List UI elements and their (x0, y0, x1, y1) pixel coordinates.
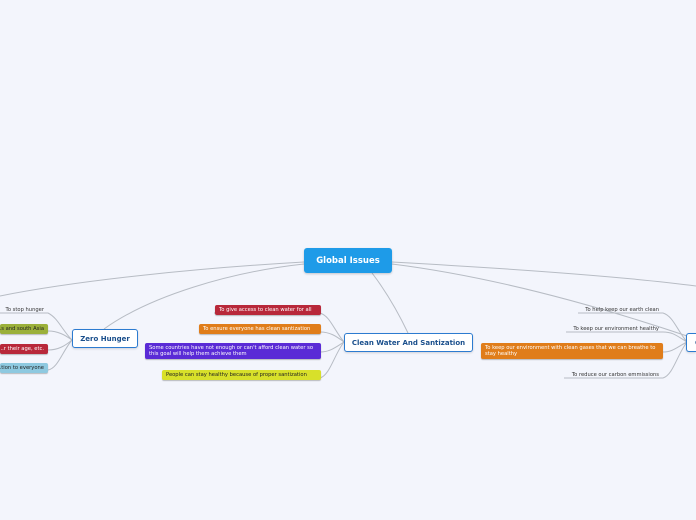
link-rt-4 (564, 341, 688, 379)
link-rt-1 (578, 312, 688, 343)
central-topic[interactable]: Global Issues (304, 248, 392, 273)
subtopic-cw-countries[interactable]: Some countries have not enough or can't … (145, 343, 321, 359)
subtopic-cw-access[interactable]: To give access to clean water for all (215, 305, 321, 315)
link-zh-4 (47, 339, 73, 371)
subtopic-zh-their-age[interactable]: ...r their age, etc. (0, 344, 48, 354)
subtopic-rt-earth-clean[interactable]: To help keep our earth clean (585, 307, 659, 313)
topic-right-partial[interactable]: C (686, 333, 696, 352)
subtopic-rt-carbon[interactable]: To reduce our carbon emmissions (571, 372, 659, 378)
link-rt-2 (566, 331, 688, 343)
link-rt-3 (662, 341, 688, 353)
link-zh-1 (0, 312, 73, 341)
subtopic-zh-to-everyone[interactable]: ...tion to everyone (0, 363, 48, 373)
link-central-right-offscreen (391, 261, 696, 287)
link-cw-2 (319, 331, 345, 343)
subtopic-cw-ensure[interactable]: To ensure everyone has clean santization (199, 324, 321, 334)
subtopic-cw-healthy[interactable]: People can stay healthy because of prope… (162, 370, 321, 380)
link-central-clean-water (371, 272, 409, 334)
subtopic-zh-south-asia[interactable]: ...s and south Asia (0, 324, 48, 334)
topic-clean-water[interactable]: Clean Water And Santization (344, 333, 473, 352)
link-central-right-topic (391, 263, 688, 337)
subtopic-rt-environment-healthy[interactable]: To keep our environment healthy (573, 326, 659, 332)
link-central-zero-hunger (103, 263, 305, 330)
link-zh-2 (47, 330, 73, 341)
link-central-left-offscreen (0, 261, 305, 297)
link-cw-3 (319, 341, 345, 353)
subtopic-rt-clean-gases[interactable]: To keep our environment with clean gases… (481, 343, 663, 359)
subtopic-zh-stop-hunger[interactable]: To stop hunger (5, 307, 44, 313)
topic-zero-hunger[interactable]: Zero Hunger (72, 329, 138, 348)
